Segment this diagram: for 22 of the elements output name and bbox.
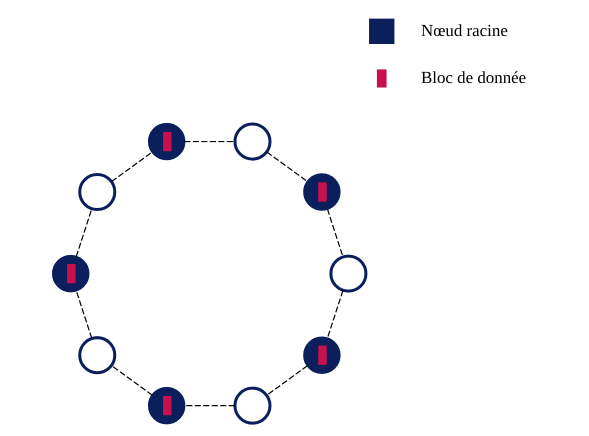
connector [184, 140, 235, 142]
connector [111, 364, 153, 396]
legend-label: Nœud racine [421, 20, 508, 40]
node-circle [233, 122, 272, 160]
legend-label: Bloc de donnée [421, 67, 526, 86]
node-circle [78, 336, 116, 374]
connector [184, 404, 235, 406]
node-circle [148, 122, 186, 160]
connector [111, 151, 153, 182]
node-circle [52, 254, 90, 292]
connector [326, 208, 344, 256]
node-circle [303, 172, 341, 210]
node-circle [303, 336, 341, 374]
connector [266, 364, 308, 396]
connector [76, 290, 92, 338]
connector [266, 151, 308, 182]
node-circle [148, 386, 186, 424]
connector [76, 208, 92, 256]
node-circle [329, 254, 368, 292]
node-circle [78, 172, 116, 211]
node-circle [233, 386, 272, 424]
connector [326, 290, 344, 338]
